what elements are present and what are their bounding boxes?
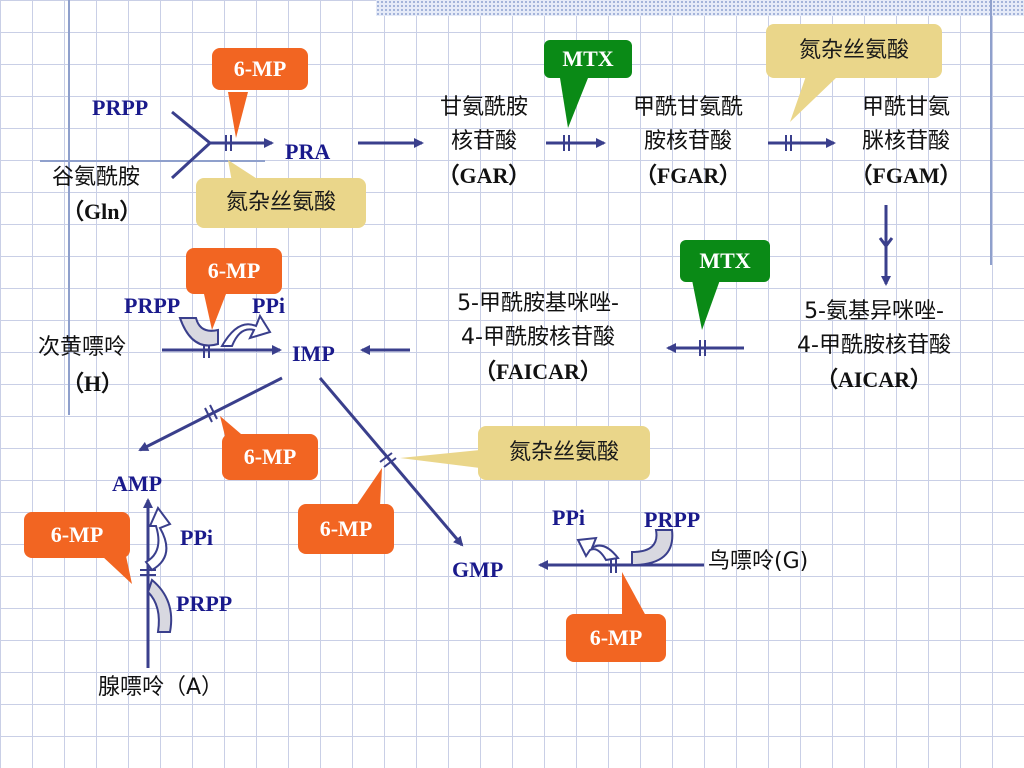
fgar-cn-line1: 甲酰甘氨酰 [632, 95, 743, 120]
azaserine-callout-2: 氮杂丝氨酸 [196, 178, 366, 228]
ppi-a-label: PPi [180, 525, 213, 550]
mtx-tail-1 [560, 78, 588, 128]
decorative-vertical-rule [68, 0, 70, 415]
prpp-input-line [171, 110, 211, 145]
prpp-a-label: PRPP [176, 591, 233, 616]
fgam-cn-line2: 脒核苷酸 [861, 129, 950, 154]
decorative-header-band [376, 0, 1024, 16]
faicar-label: （FAICAR） [474, 359, 602, 384]
aicar-cn-line2: 4-甲酰胺核苷酸 [797, 333, 951, 358]
guanine-label: 鸟嘌呤(G) [708, 549, 809, 574]
mp-callout-4: 6-MP [298, 504, 394, 554]
ppi-curve-g [576, 536, 620, 562]
decorative-horizontal-rule [40, 160, 265, 162]
prpp-g-label: PRPP [644, 507, 701, 532]
mp-callout-3: 6-MP [222, 434, 318, 480]
ppi-curve-a [144, 506, 172, 572]
block-mark [379, 452, 397, 468]
faicar-cn-line2: 4-甲酰胺核苷酸 [461, 325, 615, 350]
fgam-cn-line1: 甲酰甘氨 [861, 95, 950, 120]
mtx-tail-2 [692, 280, 720, 330]
ppi-g-label: PPi [552, 505, 585, 530]
aza-tail-2 [228, 160, 262, 182]
block-mark [785, 135, 792, 151]
mp-tail-4 [356, 468, 382, 506]
ppi-curve-h [220, 313, 272, 347]
mp-tail-2 [204, 294, 226, 330]
pra-label: PRA [285, 139, 331, 164]
fgar-cn-line2: 胺核苷酸 [643, 129, 732, 154]
fgam-label: （FGAM） [850, 163, 962, 188]
mp-callout-2: 6-MP [186, 248, 282, 294]
adenine-label: 腺嘌呤（A） [98, 675, 224, 700]
prpp-curve-h [178, 317, 219, 347]
block-mark [699, 340, 706, 356]
block-mark [204, 404, 218, 423]
gar-cn-line2: 核苷酸 [450, 129, 517, 154]
decorative-vertical-rule-right [990, 0, 992, 265]
gar-label: （GAR） [437, 163, 531, 188]
aicar-label: （AICAR） [815, 367, 933, 392]
hypoxanthine-label: 次黄嘌呤 [38, 335, 127, 360]
mp-tail-1 [228, 92, 248, 138]
fgar-label: （FGAR） [634, 163, 742, 188]
mp-tail-6 [622, 572, 646, 616]
block-mark [225, 135, 232, 151]
arrow-fgam-tick [878, 237, 894, 249]
prpp-label: PRPP [92, 95, 149, 120]
aza-tail-1 [790, 76, 838, 122]
prpp-curve-a [146, 578, 173, 633]
glutamine-label: 谷氨酰胺 [52, 165, 141, 190]
aicar-cn-line1: 5-氨基异咪唑- [804, 299, 944, 324]
imp-label: IMP [292, 341, 335, 366]
gln-input-line [170, 141, 212, 180]
prpp-curve-g [631, 529, 674, 567]
block-mark [563, 135, 570, 151]
mtx-callout-1: MTX [544, 40, 632, 78]
arrow-imp-to-amp [138, 376, 283, 452]
gar-cn-line1: 甘氨酰胺 [439, 95, 528, 120]
callout-tails [102, 76, 838, 616]
mp-tail-5 [102, 556, 132, 584]
azaserine-callout-3: 氮杂丝氨酸 [478, 426, 650, 480]
azaserine-callout-1: 氮杂丝氨酸 [766, 24, 942, 78]
gln-label: （Gln） [62, 199, 142, 224]
faicar-cn-line1: 5-甲酰胺基咪唑- [457, 291, 619, 316]
prpp-h-label: PRPP [124, 293, 181, 318]
h-label: （H） [62, 371, 124, 396]
aza-tail-3 [400, 450, 480, 468]
ppi-h-label: PPi [252, 293, 285, 318]
gmp-label: GMP [452, 557, 504, 582]
mp-callout-1: 6-MP [212, 48, 308, 90]
mp-callout-6: 6-MP [566, 614, 666, 662]
amp-label: AMP [112, 471, 163, 496]
mp-callout-5: 6-MP [24, 512, 130, 558]
mtx-callout-2: MTX [680, 240, 770, 282]
